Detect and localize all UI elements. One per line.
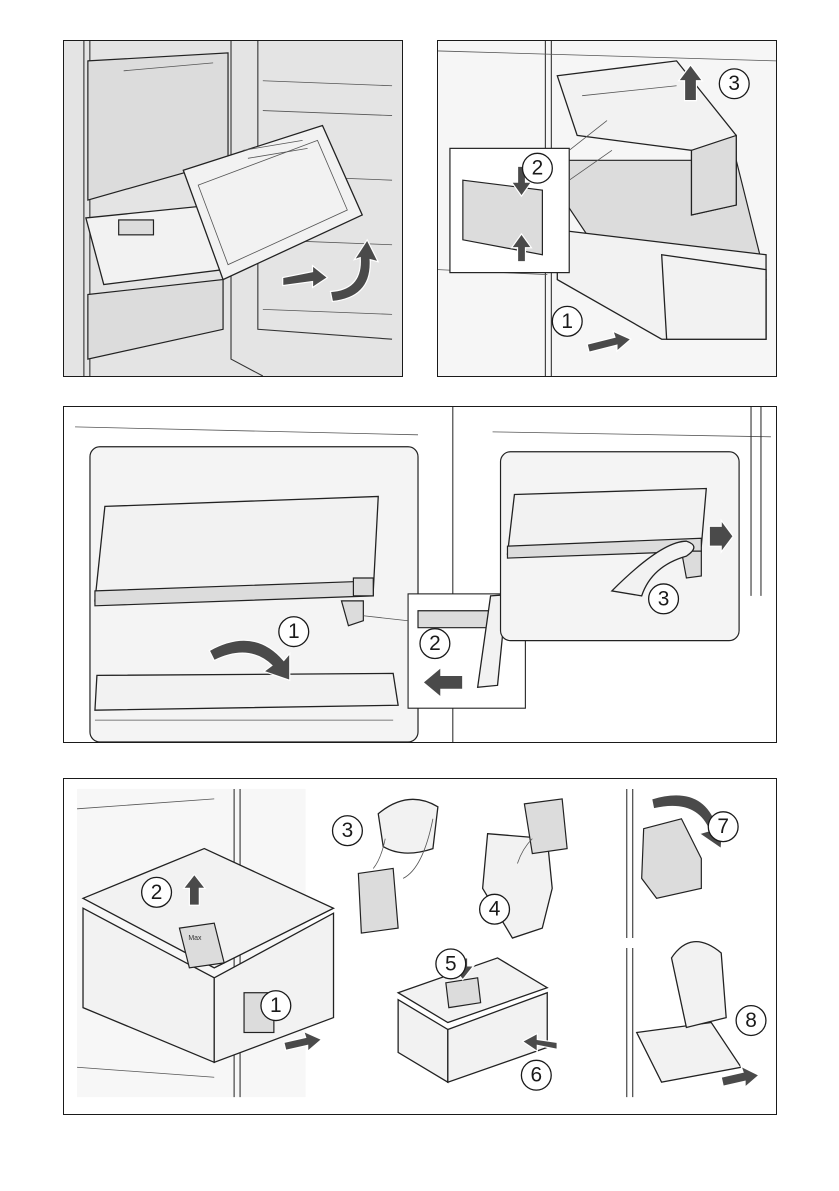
step-marker-1: 1 (279, 617, 309, 647)
step-marker-4: 4 (480, 894, 510, 924)
panel-drawer-removal (63, 40, 403, 377)
svg-text:3: 3 (728, 72, 740, 95)
step-marker-2: 2 (523, 153, 553, 183)
svg-text:2: 2 (429, 632, 441, 655)
tray-max-label: Max (188, 935, 202, 942)
panel-ice-tray-steps: Max 1 2 (63, 778, 777, 1115)
svg-text:1: 1 (288, 620, 300, 643)
svg-text:2: 2 (151, 881, 163, 904)
svg-text:1: 1 (270, 994, 282, 1017)
step-marker-8: 8 (736, 1006, 766, 1036)
step-marker-3: 3 (649, 584, 679, 614)
drawer-removal-illustration (64, 41, 402, 376)
svg-text:3: 3 (342, 819, 354, 842)
ice-tray-illustration: Max 1 2 (64, 779, 776, 1114)
flap-removal-illustration: 1 2 3 (64, 407, 776, 742)
panel-icebox-removal: 1 2 3 (437, 40, 777, 377)
step-marker-3: 3 (333, 816, 363, 846)
step-marker-1: 1 (552, 306, 582, 336)
svg-text:1: 1 (561, 310, 573, 333)
step-marker-3: 3 (719, 69, 749, 99)
step-marker-5: 5 (436, 949, 466, 979)
step-marker-2: 2 (142, 877, 172, 907)
svg-text:6: 6 (531, 1064, 543, 1087)
step-marker-2: 2 (420, 629, 450, 659)
svg-text:2: 2 (532, 157, 544, 180)
step-marker-1: 1 (261, 991, 291, 1021)
svg-text:3: 3 (658, 587, 670, 610)
panel-flap-removal: 1 2 3 (63, 406, 777, 743)
svg-text:4: 4 (489, 898, 501, 921)
step-marker-7: 7 (708, 812, 738, 842)
svg-text:7: 7 (717, 815, 729, 838)
svg-text:5: 5 (445, 952, 457, 975)
step-marker-6: 6 (521, 1060, 551, 1090)
svg-text:8: 8 (745, 1009, 757, 1032)
icebox-removal-illustration: 1 2 3 (438, 41, 776, 376)
